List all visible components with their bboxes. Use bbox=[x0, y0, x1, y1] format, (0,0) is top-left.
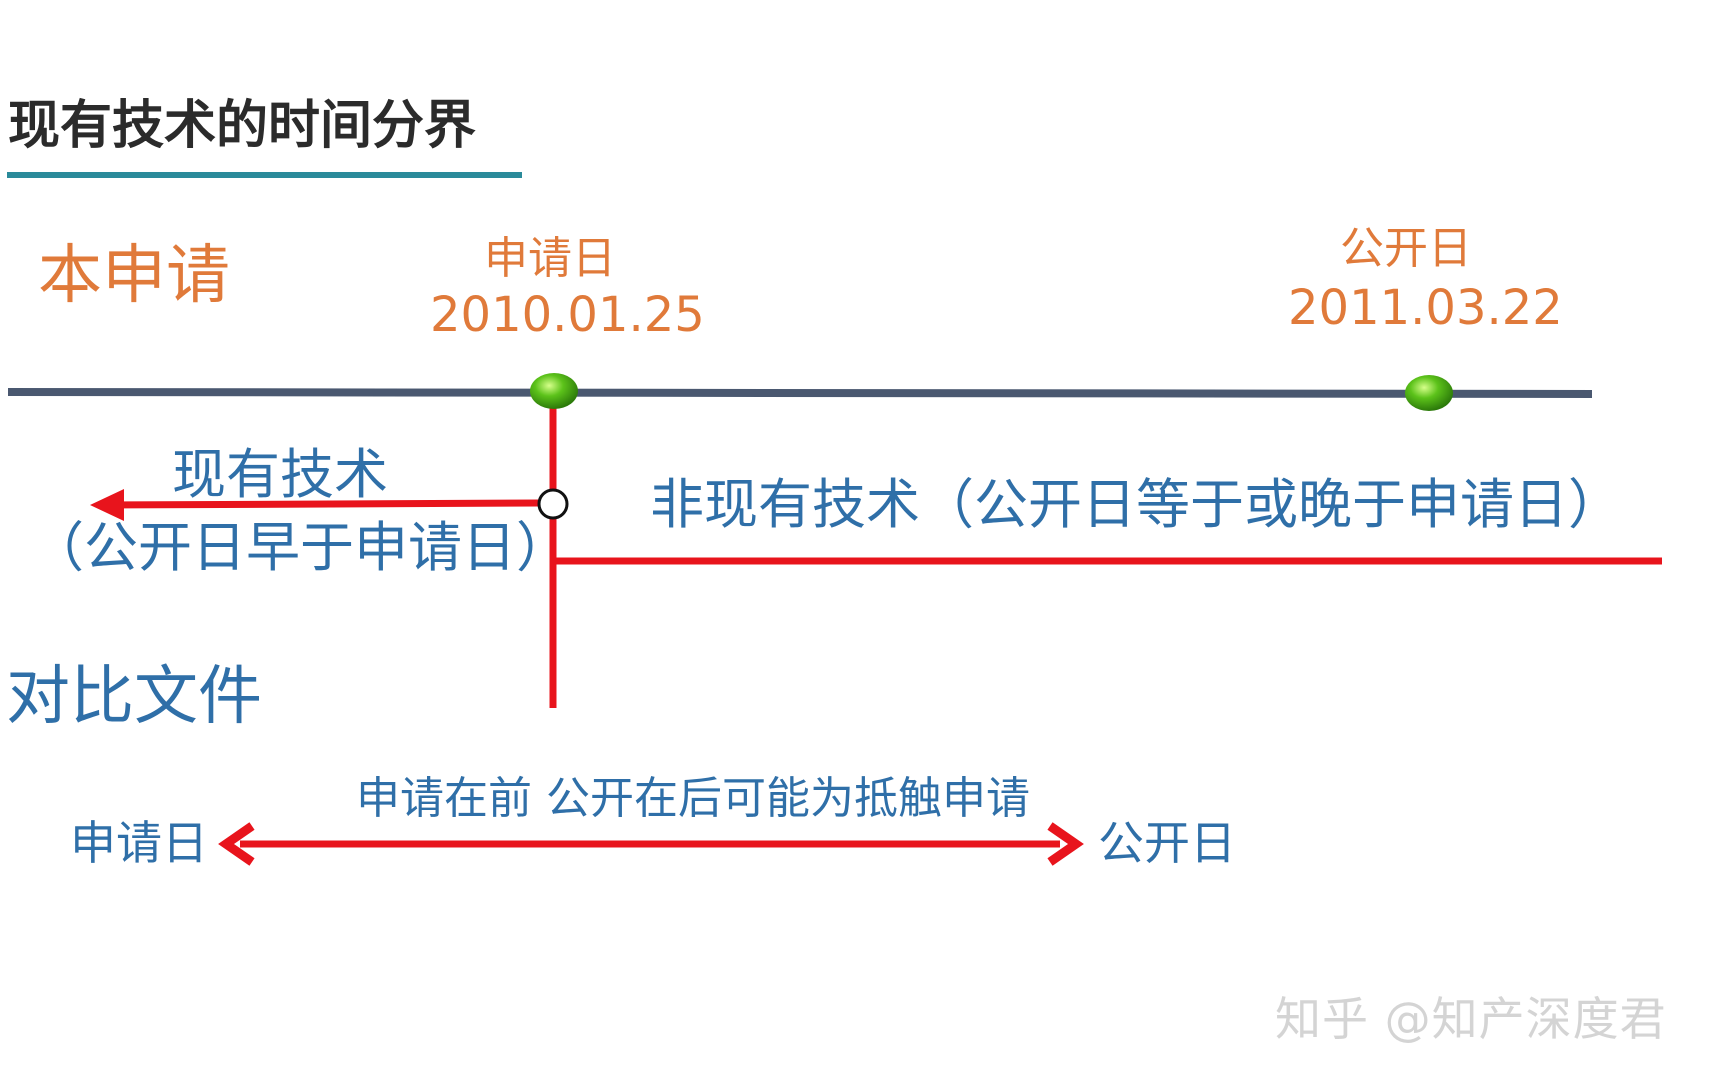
reference-span-left-arrowhead bbox=[218, 822, 255, 866]
reference-publication-label: 公开日 bbox=[1098, 816, 1236, 870]
reference-filing-label: 申请日 bbox=[70, 816, 208, 870]
prior-art-arrow-line bbox=[111, 499, 541, 509]
application-label: 本申请 bbox=[38, 239, 230, 313]
non-prior-art-label: 非现有技术（公开日等于或晚于申请日） bbox=[650, 473, 1622, 536]
publication-date-node bbox=[1405, 375, 1453, 411]
publication-date-value: 2011.03.22 bbox=[1288, 280, 1563, 336]
reference-span-caption: 申请在前 公开在后可能为抵触申请 bbox=[356, 773, 1030, 824]
filing-date-label: 申请日 bbox=[484, 233, 616, 284]
prior-art-arrowhead bbox=[90, 489, 124, 521]
junction-circle bbox=[537, 488, 569, 520]
reference-span-right-arrowhead bbox=[1047, 822, 1084, 866]
prior-art-label: 现有技术 bbox=[172, 443, 388, 506]
publication-date-label: 公开日 bbox=[1340, 223, 1472, 274]
filing-date-node bbox=[530, 373, 578, 409]
filing-date-value: 2010.01.25 bbox=[430, 287, 705, 343]
title-underline bbox=[7, 172, 522, 178]
prior-art-note: （公开日早于申请日） bbox=[30, 516, 570, 579]
watermark: 知乎 @知产深度君 bbox=[1275, 992, 1667, 1046]
main-timeline bbox=[7, 388, 1593, 398]
page-title: 现有技术的时间分界 bbox=[8, 96, 477, 156]
reference-document-label: 对比文件 bbox=[6, 660, 262, 734]
